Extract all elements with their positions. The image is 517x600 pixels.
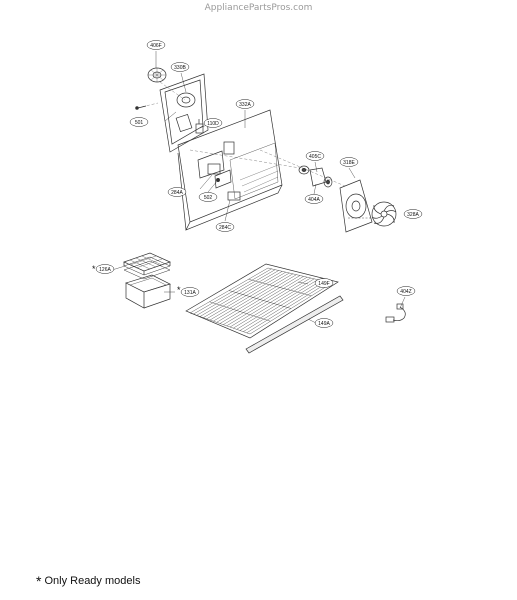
- assembly-lines: [136, 81, 346, 187]
- svg-text:328A: 328A: [407, 212, 419, 218]
- shelf-cross-support: [228, 290, 292, 309]
- part-330b-cover: [159, 73, 209, 153]
- callout-332a: 332A: [235, 99, 255, 109]
- svg-text:149A: 149A: [318, 321, 330, 327]
- svg-text:404Z: 404Z: [400, 289, 411, 295]
- part-284c-bracket: [227, 191, 241, 201]
- callout-404z: 404Z: [396, 286, 416, 296]
- part-328a-fan-blade: [371, 201, 397, 227]
- part-406f-filter-disc: [147, 67, 167, 83]
- part-404a-motor-mount: [309, 167, 333, 188]
- part-149a-shelf-trim: [245, 295, 344, 354]
- callout-284a: 284A: [167, 187, 187, 197]
- callout-126a: 126A: [95, 264, 115, 274]
- callout-330b: 330B: [170, 62, 190, 72]
- part-126a-ice-tray: [123, 252, 171, 280]
- watermark: AppliancePartsPros.com: [204, 3, 313, 13]
- part-131a-ice-bin: [125, 274, 171, 309]
- callout-110d: 110D: [203, 118, 223, 128]
- callout-284c: 284C: [215, 222, 235, 232]
- svg-text:318E: 318E: [343, 160, 355, 166]
- svg-text:405C: 405C: [309, 154, 321, 160]
- callout-318e: 318E: [339, 157, 359, 167]
- callout-501: 501: [129, 117, 149, 127]
- svg-text:131A: 131A: [184, 290, 196, 296]
- footnote-text: Only Ready models: [44, 575, 141, 587]
- part-332a-panel: [177, 109, 283, 231]
- part-284a-bracket: [207, 163, 221, 175]
- asterisk-marker-131a: *: [177, 285, 181, 295]
- callout-405c: 405C: [305, 151, 325, 161]
- callout-131a: 131A: [180, 287, 200, 297]
- svg-text:501: 501: [135, 120, 144, 126]
- svg-text:284A: 284A: [171, 190, 183, 196]
- footnote-asterisk: *: [36, 573, 42, 589]
- asterisk-marker-126a: *: [92, 264, 96, 274]
- part-501-screw: [135, 105, 147, 110]
- callout-149f: 149F: [314, 278, 334, 288]
- svg-text:406F: 406F: [150, 43, 161, 49]
- shelf-cross-support: [248, 279, 312, 296]
- leader-lines: [111, 51, 406, 324]
- callout-502: 502: [198, 192, 218, 202]
- callout-404a: 404A: [304, 194, 324, 204]
- callout-406f: 406F: [146, 40, 166, 50]
- svg-text:149F: 149F: [318, 281, 329, 287]
- shelf-cross-support: [209, 301, 271, 322]
- part-405c-motor: [298, 165, 310, 175]
- svg-text:502: 502: [204, 195, 213, 201]
- svg-text:404A: 404A: [308, 197, 320, 203]
- part-502-screw: [216, 178, 220, 182]
- callouts: 406F 330B 332A 501 110D 405C 318E 284A: [95, 40, 423, 328]
- part-149f-wire-shelf: [185, 263, 339, 339]
- part-318e-fan-shroud: [339, 179, 373, 233]
- callout-328a: 328A: [403, 209, 423, 219]
- svg-text:330B: 330B: [174, 65, 186, 71]
- callout-149a: 149A: [314, 318, 334, 328]
- footnote: *Only Ready models: [36, 573, 140, 589]
- svg-text:126A: 126A: [99, 267, 111, 273]
- svg-text:332A: 332A: [239, 102, 251, 108]
- part-404z-wire-harness: [385, 303, 406, 323]
- svg-text:284C: 284C: [219, 225, 231, 231]
- svg-text:110D: 110D: [207, 121, 219, 127]
- part-110d-switch: [195, 119, 204, 134]
